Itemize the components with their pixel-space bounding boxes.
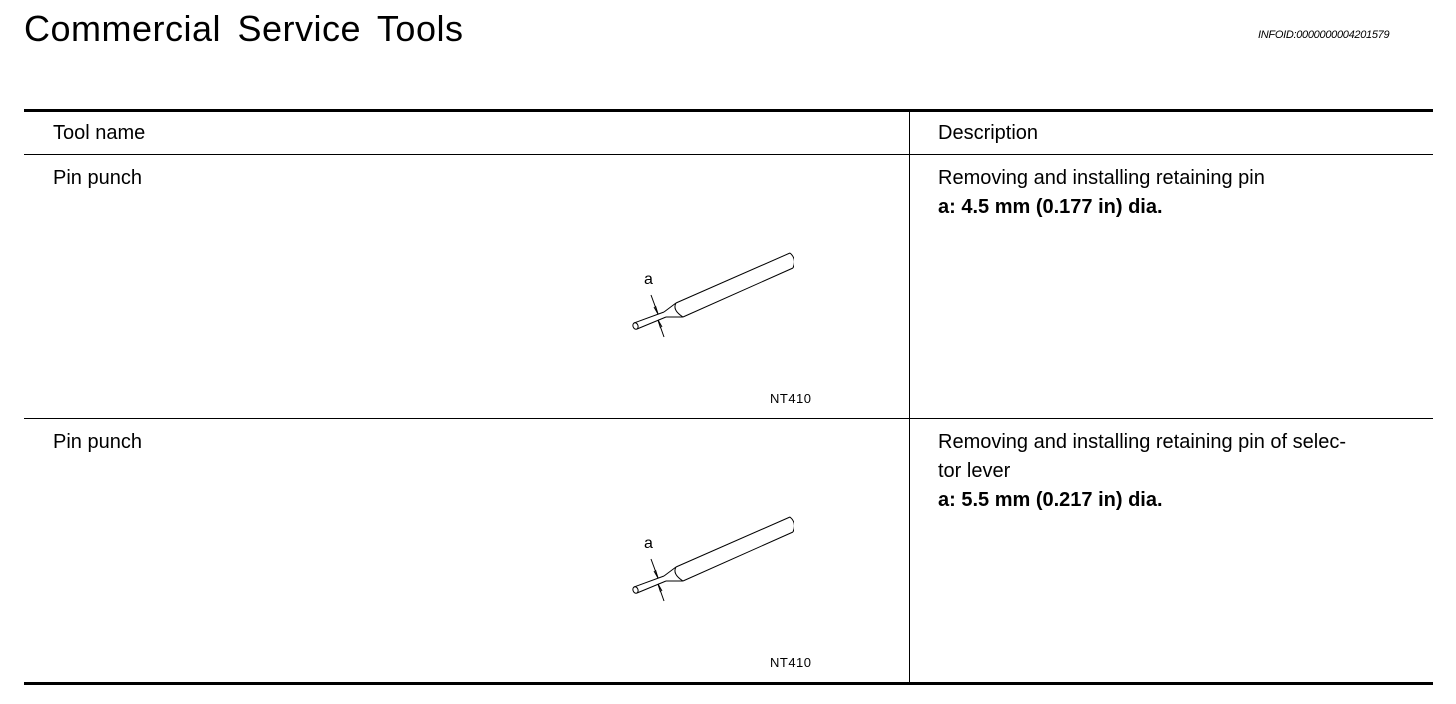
tools-table: Tool name Description Pin punch <box>24 109 1433 685</box>
header-cell-description: Description <box>910 112 1433 154</box>
info-id: INFOID:0000000004201579 <box>1258 29 1390 41</box>
description-text: Removing and installing retaining pin <box>938 167 1265 189</box>
table-row: Pin punch a N <box>24 419 1433 682</box>
description-block: Removing and installing retaining pin a:… <box>938 164 1417 222</box>
spec-text: a: 4.5 mm (0.177 in) dia. <box>938 196 1163 218</box>
table-top-rule <box>24 109 1433 112</box>
header-tool-name: Tool name <box>53 122 146 144</box>
header-cell-tool-name: Tool name <box>24 112 910 154</box>
figure-label: NT410 <box>770 391 812 406</box>
spec-text: a: 5.5 mm (0.217 in) dia. <box>938 489 1163 511</box>
page-title: Commercial Service Tools <box>24 8 464 49</box>
dimension-label: a <box>644 271 653 288</box>
pin-punch-illustration-icon <box>632 252 794 338</box>
dimension-label: a <box>644 535 653 552</box>
tool-name: Pin punch <box>53 431 142 453</box>
table-row: Pin punch <box>24 155 1433 418</box>
description-block: Removing and installing retaining pin of… <box>938 428 1417 515</box>
pin-punch-illustration-icon <box>632 516 794 602</box>
header-description: Description <box>938 122 1039 144</box>
tool-cell: Pin punch <box>24 155 910 418</box>
description-text: Removing and installing retaining pin of… <box>938 431 1347 482</box>
table-bottom-rule <box>24 682 1433 685</box>
description-cell: Removing and installing retaining pin a:… <box>910 155 1433 418</box>
figure-label: NT410 <box>770 655 812 670</box>
row-rule <box>24 418 1433 419</box>
header-rule <box>24 154 1433 155</box>
table-header-row: Tool name Description <box>24 112 1433 154</box>
tool-name: Pin punch <box>53 167 142 189</box>
tool-cell: Pin punch a N <box>24 419 910 682</box>
description-cell: Removing and installing retaining pin of… <box>910 419 1433 682</box>
